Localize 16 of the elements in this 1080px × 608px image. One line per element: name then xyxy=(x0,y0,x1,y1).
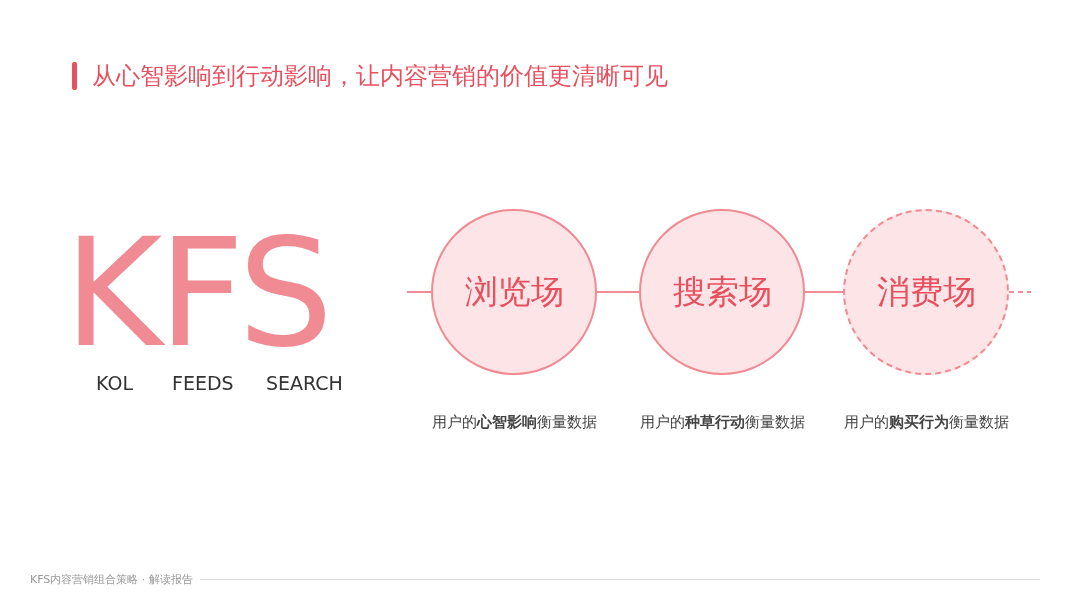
footer-text: KFS内容营销组合策略 · 解读报告 xyxy=(30,572,193,587)
connector-line xyxy=(406,291,432,293)
caption-text: 用户的心智影响衡量数据 xyxy=(430,413,598,432)
caption-text: 用户的种草行动衡量数据 xyxy=(638,413,806,432)
node-label: 搜索场 xyxy=(672,270,772,313)
connector-line xyxy=(804,291,844,293)
label-text: FEEDS xyxy=(172,372,234,394)
caption-text: 用户的购买行为衡量数据 xyxy=(842,413,1010,432)
node-label: 消费场 xyxy=(876,270,976,313)
node-label: 浏览场 xyxy=(464,270,564,313)
connector-line xyxy=(1008,291,1032,293)
label-text: SEARCH xyxy=(266,372,343,394)
connector-line xyxy=(596,291,640,293)
label-text: KOL xyxy=(96,372,133,394)
large-heading: KFS xyxy=(64,218,330,368)
title: 从心智影响到行动影响，让内容营销的价值更清晰可见 xyxy=(92,61,668,92)
